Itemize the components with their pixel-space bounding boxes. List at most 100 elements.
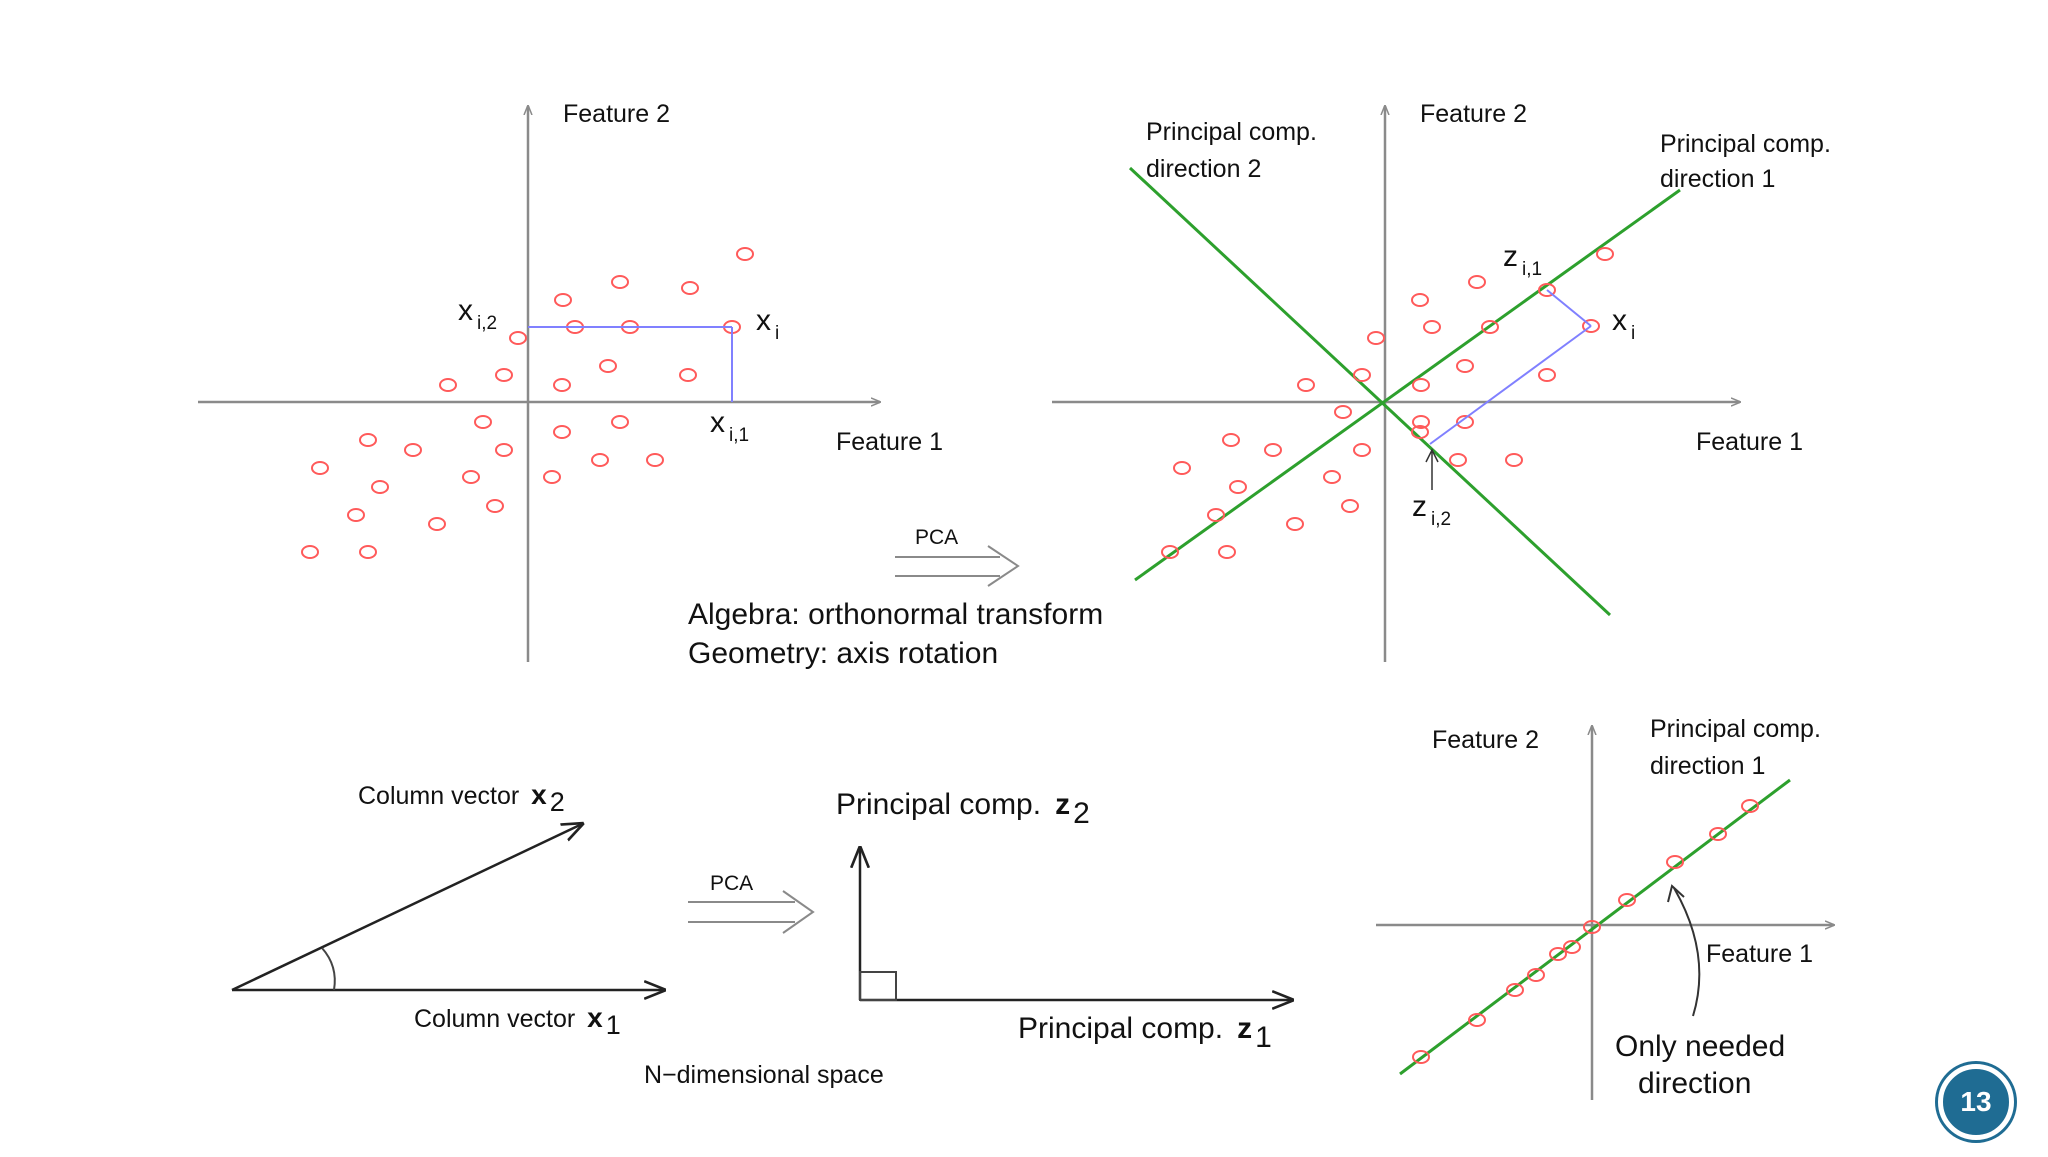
data-point-marker bbox=[599, 359, 617, 373]
data-point-marker bbox=[1506, 983, 1524, 997]
data-point-marker bbox=[509, 331, 527, 345]
data-point-marker bbox=[495, 443, 513, 457]
data-point-marker bbox=[474, 415, 492, 429]
top-right-rotated-axes: Feature 2 Feature 1 Principal comp. dire… bbox=[1052, 100, 1831, 662]
data-point-marker bbox=[1367, 331, 1385, 345]
data-point-marker bbox=[1297, 378, 1315, 392]
data-point-marker bbox=[347, 508, 365, 522]
feature2-label: Feature 2 bbox=[1420, 100, 1527, 128]
pc-direction-2-line bbox=[1128, 166, 1612, 617]
pc1-label-line2: direction 1 bbox=[1660, 165, 1775, 193]
data-point-marker bbox=[1549, 947, 1567, 961]
data-point-marker bbox=[1423, 320, 1441, 334]
data-point-marker bbox=[404, 443, 422, 457]
data-point-marker bbox=[1334, 405, 1352, 419]
pc1-label-line2: direction 1 bbox=[1650, 752, 1765, 780]
geometry-text: Geometry: axis rotation bbox=[688, 637, 998, 670]
data-point-marker bbox=[1161, 545, 1179, 559]
data-point-marker bbox=[1538, 283, 1556, 297]
data-point-marker bbox=[1563, 940, 1581, 954]
feature2-label: Feature 2 bbox=[1432, 726, 1539, 754]
zi2-pointer-head bbox=[1425, 448, 1439, 463]
data-point-marker bbox=[1229, 480, 1247, 494]
data-point-marker bbox=[301, 545, 319, 559]
data-point-marker bbox=[1468, 1013, 1486, 1027]
data-point-marker bbox=[311, 461, 329, 475]
pc2-label-line1: Principal comp. bbox=[1146, 118, 1317, 146]
data-point-marker bbox=[543, 470, 561, 484]
angle-arc bbox=[321, 947, 336, 991]
feature1-label: Feature 1 bbox=[1706, 940, 1813, 968]
data-point-marker bbox=[1218, 545, 1236, 559]
data-point-marker bbox=[1583, 920, 1601, 934]
data-point-marker bbox=[1481, 320, 1499, 334]
data-point-marker bbox=[486, 499, 504, 513]
data-point-marker bbox=[1456, 415, 1474, 429]
data-point-marker bbox=[1582, 319, 1600, 333]
pc-direction-1-line bbox=[1134, 188, 1681, 582]
data-point-marker bbox=[1323, 470, 1341, 484]
data-point-marker bbox=[359, 545, 377, 559]
feature1-label: Feature 1 bbox=[836, 428, 943, 456]
projection-z2 bbox=[1429, 325, 1592, 445]
data-point-marker bbox=[1207, 508, 1225, 522]
data-point-marker bbox=[1741, 799, 1759, 813]
projection-z1 bbox=[1546, 289, 1592, 327]
data-point-marker bbox=[371, 480, 389, 494]
data-point-marker bbox=[736, 247, 754, 261]
data-point-marker bbox=[1222, 433, 1240, 447]
data-point-marker bbox=[646, 453, 664, 467]
algebra-text: Algebra: orthonormal transform bbox=[688, 598, 1103, 631]
data-point-marker bbox=[1341, 499, 1359, 513]
bottom-right-single-direction: Feature 2 Feature 1 Principal comp. dire… bbox=[1376, 715, 1834, 1100]
data-point-marker bbox=[1538, 368, 1556, 382]
data-point-marker bbox=[679, 368, 697, 382]
data-point-marker bbox=[553, 425, 571, 439]
data-point-marker bbox=[1468, 275, 1486, 289]
needed-direction-pointer bbox=[1673, 887, 1701, 1017]
feature1-label: Feature 1 bbox=[1696, 428, 1803, 456]
data-point-marker bbox=[591, 453, 609, 467]
data-point-marker bbox=[428, 517, 446, 531]
data-point-marker bbox=[1412, 415, 1430, 429]
only-needed-label-line2: direction bbox=[1638, 1067, 1751, 1100]
pca-label: PCA bbox=[915, 526, 958, 549]
only-needed-label-line1: Only needed bbox=[1615, 1030, 1785, 1063]
data-point-marker bbox=[553, 378, 571, 392]
data-point-marker bbox=[681, 281, 699, 295]
data-point-marker bbox=[1412, 378, 1430, 392]
data-point-marker bbox=[611, 415, 629, 429]
data-point-marker bbox=[359, 433, 377, 447]
data-points bbox=[1161, 247, 1614, 559]
n-dimensional-caption: N−dimensional space bbox=[644, 1061, 884, 1089]
data-point-marker bbox=[1412, 1050, 1430, 1064]
data-point-marker bbox=[495, 368, 513, 382]
data-point-marker bbox=[1666, 855, 1684, 869]
pca-arrow-top: PCA bbox=[895, 526, 1020, 587]
data-point-marker bbox=[439, 378, 457, 392]
pc-direction-1-line bbox=[1399, 778, 1791, 1076]
right-angle-marker bbox=[859, 971, 897, 1001]
data-point-marker bbox=[1527, 968, 1545, 982]
data-point-marker bbox=[1411, 293, 1429, 307]
data-point-marker bbox=[611, 275, 629, 289]
data-point-marker bbox=[1449, 453, 1467, 467]
needed-direction-pointer-head bbox=[1667, 884, 1685, 903]
data-point-marker bbox=[1456, 359, 1474, 373]
pc2-label-line2: direction 2 bbox=[1146, 155, 1261, 183]
double-arrow-icon bbox=[688, 890, 815, 934]
data-point-marker bbox=[1353, 443, 1371, 457]
data-point-marker bbox=[1618, 893, 1636, 907]
